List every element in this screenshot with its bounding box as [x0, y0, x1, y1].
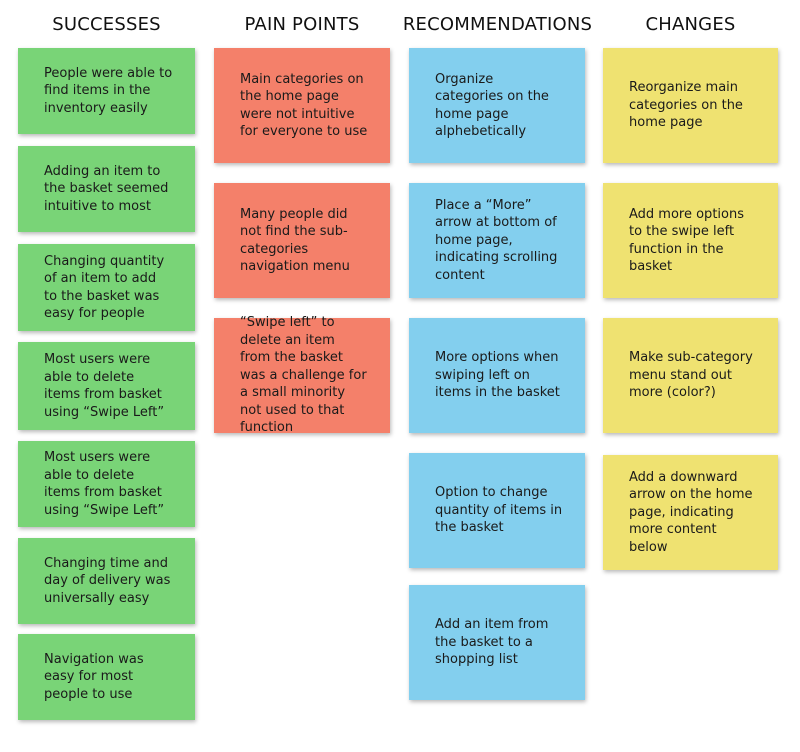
sticky-note-text: Add an item from the basket to a shoppin… [435, 617, 549, 668]
sticky-note-text: Option to change quantity of items in th… [435, 485, 563, 536]
sticky-note-success[interactable]: Most users were able to delete items fro… [18, 441, 195, 527]
sticky-note-text: Navigation was easy for most people to u… [44, 651, 144, 702]
sticky-note-text: Adding an item to the basket seemed intu… [44, 163, 169, 214]
sticky-note-success[interactable]: Navigation was easy for most people to u… [18, 634, 195, 720]
sticky-note-text: Make sub-category menu stand out more (c… [629, 350, 753, 401]
sticky-note-recommendation[interactable]: More options when swiping left on items … [409, 318, 585, 433]
sticky-note-text: Place a “More” arrow at bottom of home p… [435, 197, 558, 283]
sticky-note-text: Main categories on the home page were no… [240, 71, 368, 140]
sticky-note-success[interactable]: Adding an item to the basket seemed intu… [18, 146, 195, 232]
column-header-successes: SUCCESSES [52, 14, 161, 35]
sticky-note-text: Changing time and day of delivery was un… [44, 555, 171, 606]
sticky-note-text: Most users were able to delete items fro… [44, 352, 165, 420]
sticky-note-text: Add a downward arrow on the home page, i… [629, 469, 753, 555]
sticky-note-change[interactable]: Add more options to the swipe left funct… [603, 183, 778, 298]
sticky-note-text: Organize categories on the home page alp… [435, 71, 549, 140]
sticky-note-recommendation[interactable]: Organize categories on the home page alp… [409, 48, 585, 163]
sticky-note-text: “Swipe left” to delete an item from the … [240, 315, 367, 436]
sticky-note-success[interactable]: People were able to find items in the in… [18, 48, 195, 134]
sticky-note-pain-point[interactable]: “Swipe left” to delete an item from the … [214, 315, 390, 435]
sticky-note-change[interactable]: Make sub-category menu stand out more (c… [603, 318, 778, 433]
sticky-note-success[interactable]: Changing quantity of an item to add to t… [18, 244, 195, 331]
sticky-note-recommendation[interactable]: Option to change quantity of items in th… [409, 453, 585, 568]
sticky-note-text: More options when swiping left on items … [435, 350, 560, 401]
sticky-note-change[interactable]: Add a downward arrow on the home page, i… [603, 455, 778, 570]
sticky-note-text: Many people did not find the sub-categor… [240, 206, 350, 275]
sticky-note-success[interactable]: Changing time and day of delivery was un… [18, 538, 195, 624]
sticky-note-change[interactable]: Reorganize main categories on the home p… [603, 48, 778, 163]
sticky-note-text: Reorganize main categories on the home p… [629, 80, 743, 131]
sticky-note-recommendation[interactable]: Add an item from the basket to a shoppin… [409, 585, 585, 700]
sticky-note-text: Add more options to the swipe left funct… [629, 206, 744, 275]
sticky-note-text: Changing quantity of an item to add to t… [44, 253, 165, 322]
sticky-note-recommendation[interactable]: Place a “More” arrow at bottom of home p… [409, 183, 585, 298]
column-header-changes: CHANGES [645, 14, 736, 35]
sticky-note-text: Most users were able to delete items fro… [44, 450, 165, 518]
column-header-recommendations: RECOMMENDATIONS [402, 14, 593, 35]
sticky-note-pain-point[interactable]: Many people did not find the sub-categor… [214, 183, 390, 298]
sticky-note-pain-point[interactable]: Main categories on the home page were no… [214, 48, 390, 163]
sticky-note-text: People were able to find items in the in… [44, 65, 173, 116]
sticky-note-success[interactable]: Most users were able to delete items fro… [18, 342, 195, 430]
column-header-pain-points: PAIN POINTS [244, 14, 360, 35]
